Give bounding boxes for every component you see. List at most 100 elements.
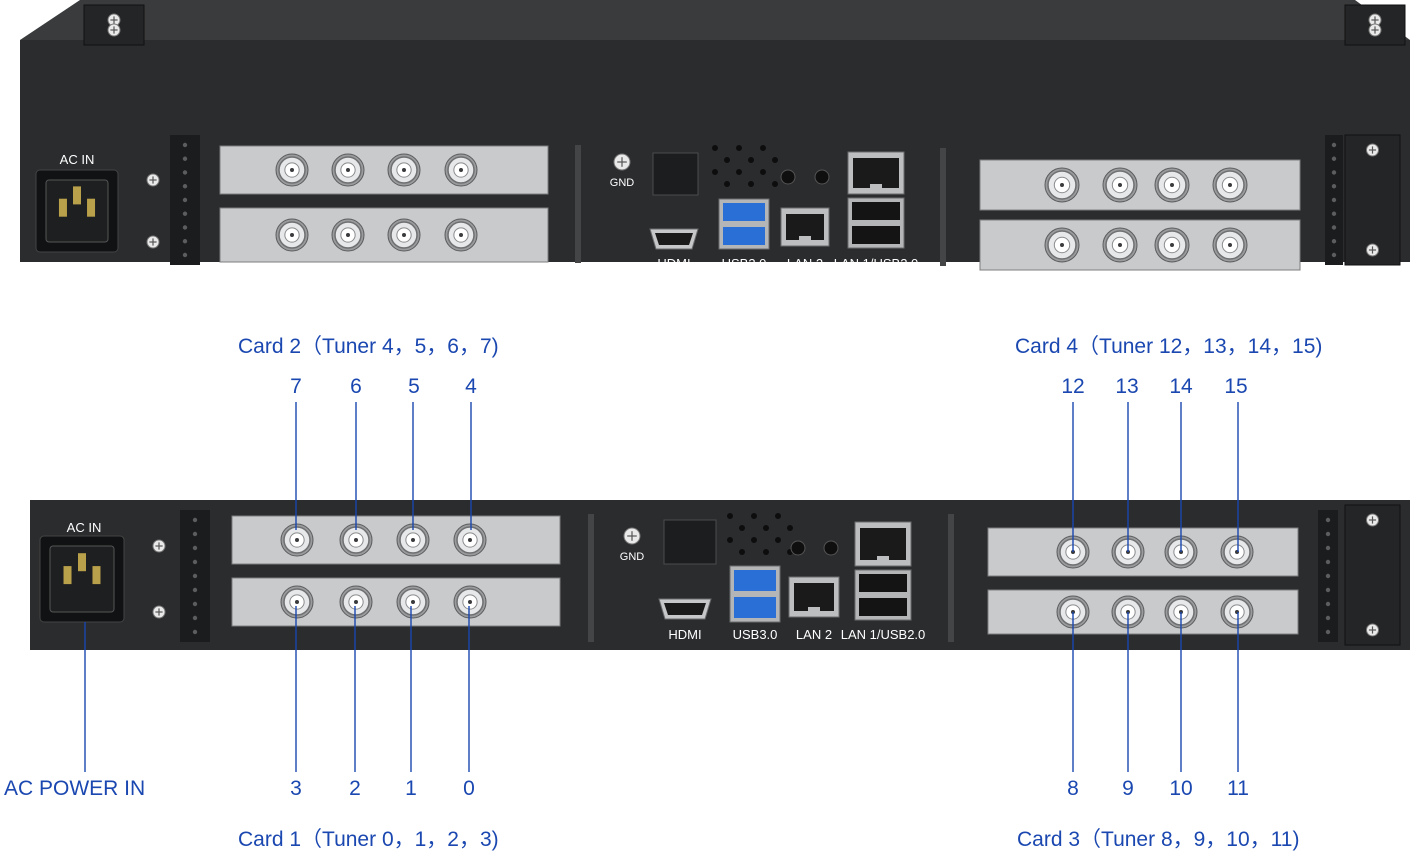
usb3-text: USB3.0 [722,256,767,271]
chassis-top [20,0,1410,40]
strip-hole [192,573,198,579]
lan1-usb2-text: LAN 1/USB2.0 [841,627,926,642]
f-connector-pin [459,233,463,237]
strip-hole [1325,629,1331,635]
tuner-card-plate [979,159,1301,211]
tuner-number: 1 [405,777,417,800]
ac-in-text: AC IN [60,152,95,167]
usb3-text: USB3.0 [733,627,778,642]
usb-port [852,202,900,220]
vent-hole [712,169,718,175]
ethernet-port-opening [786,214,824,240]
tuner-number: 2 [349,777,361,800]
f-connector-pin [290,168,294,172]
slot-separator [575,145,581,263]
tuner-number: 13 [1115,375,1139,398]
rack-ear [1344,134,1401,266]
f-connector-pin [1228,183,1232,187]
f-connector-pin [1060,183,1064,187]
strip-hole [182,197,188,203]
vent-hole [775,537,781,543]
f-connector-pin [402,233,406,237]
f-connector-pin [354,538,358,542]
blank-plate [652,152,699,196]
vent-hole [787,525,793,531]
strip-hole [192,559,198,565]
strip-hole [192,587,198,593]
vent-hole [727,513,733,519]
tuner-number: 11 [1227,777,1249,800]
usb-port [734,597,776,618]
vent-hole [763,549,769,555]
strip-hole [1331,170,1337,175]
usb-port [723,203,765,221]
f-connector-pin [1170,183,1174,187]
vent-hole [736,169,742,175]
vent-hole [748,157,754,163]
ac-pin [87,198,96,217]
ac-pin [92,566,101,585]
ethernet-port-opening [853,158,899,188]
vent-hole [763,525,769,531]
ac-inlet-socket [45,179,109,243]
tuner-number: 3 [290,777,302,800]
f-connector-pin [290,233,294,237]
strip-hole [1331,225,1337,230]
vent-hole [751,537,757,543]
card-1-label: Card 1（Tuner 0，1，2，3) [238,828,499,851]
strip-hole [192,601,198,607]
f-connector-pin [468,538,472,542]
strip-hole [1325,601,1331,607]
hdmi-port-opening [664,603,706,615]
f-connector-pin [346,168,350,172]
vent-hole [727,537,733,543]
card-2-label: Card 2（Tuner 4，5，6，7) [238,335,499,358]
strip-hole [1331,239,1337,244]
strip-hole [182,252,188,258]
strip-hole [182,170,188,175]
vent-hole [724,157,730,163]
strip-hole [192,517,198,523]
strip-hole [1325,545,1331,551]
slot-separator [940,148,946,266]
strip-hole [1325,573,1331,579]
vent-hole [712,145,718,151]
tuner-card-plate [979,219,1301,271]
usb-port [734,570,776,591]
hdmi-text: HDMI [668,627,701,642]
ethernet-port-opening [860,528,906,560]
tuner-number: 6 [350,375,362,398]
audio-jack [780,169,796,185]
strip-hole [192,545,198,551]
vent-hole [724,181,730,187]
tuner-number: 9 [1122,777,1134,800]
f-connector-pin [1170,243,1174,247]
hdmi-port-opening [655,233,693,245]
strip-hole [192,629,198,635]
strip-hole [1325,531,1331,537]
f-connector-pin [1118,183,1122,187]
slot-separator [948,514,954,642]
vent-hole [772,181,778,187]
strip-hole [1325,517,1331,523]
audio-jack [823,540,839,556]
ac-pin [58,198,67,217]
f-connector-pin [295,538,299,542]
ac-pin [73,186,81,205]
f-connector-pin [1118,243,1122,247]
ac-power-in-label: AC POWER IN [4,777,146,800]
card-3-label: Card 3（Tuner 8，9，10，11) [1017,828,1300,851]
vent-hole [748,181,754,187]
ethernet-port-tab [870,184,882,189]
tuner-number: 4 [465,375,477,398]
strip-hole [1331,142,1337,148]
tuner-number: 5 [408,375,420,398]
ac-in-text: AC IN [67,520,102,535]
ac-pin [78,553,86,572]
f-connector-pin [402,168,406,172]
vent-hole [775,513,781,519]
ac-inlet-socket [49,545,115,613]
gnd-text: GND [610,177,635,189]
